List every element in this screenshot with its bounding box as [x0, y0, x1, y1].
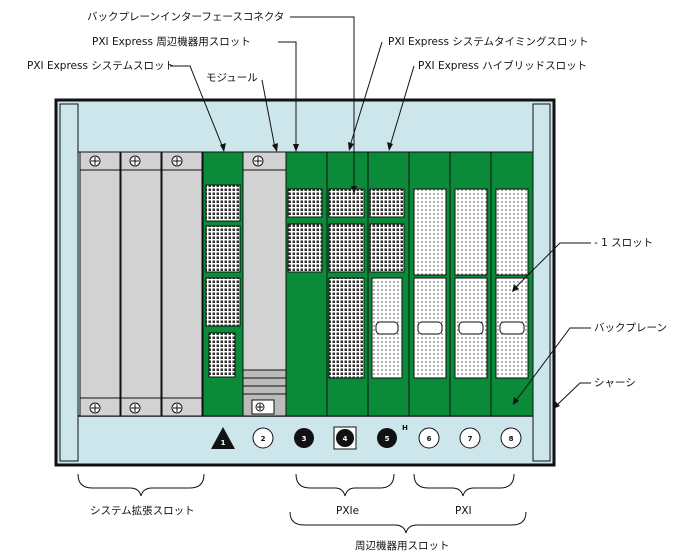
label-peripheral-slots: 周辺機器用スロット [355, 540, 450, 552]
slot-marker-8: 8 [500, 427, 522, 449]
svg-text:6: 6 [427, 435, 432, 443]
slot-marker-4: 4 [333, 426, 357, 450]
brackets [77, 473, 527, 534]
slot-5-connectors [369, 188, 405, 379]
slot-marker-5: 5 H [377, 424, 408, 448]
slot-3-connectors [287, 188, 323, 273]
label-minus-one-slot: - 1 スロット [594, 237, 654, 249]
label-system-slot: PXI Express システムスロット [27, 60, 175, 72]
svg-text:3: 3 [302, 435, 307, 443]
label-pxie: PXIe [336, 505, 360, 517]
label-peripheral-slot: PXI Express 周辺機器用スロット [92, 36, 251, 48]
label-module: モジュール [206, 72, 258, 84]
module [242, 151, 287, 417]
label-backplane: バックプレーン [594, 322, 667, 334]
label-backplane-connector: バックプレーンインターフェースコネクタ [87, 11, 285, 23]
label-system-expansion: システム拡張スロット [90, 505, 195, 517]
timing-marker: H [402, 424, 408, 432]
expansion-module [79, 151, 121, 417]
label-chassis: シャーシ [594, 377, 636, 389]
svg-text:7: 7 [468, 435, 473, 443]
expansion-module [161, 151, 203, 417]
slot-marker-6: 6 [418, 427, 440, 449]
slot-4-connectors [328, 188, 365, 379]
svg-text:1: 1 [221, 439, 226, 447]
system-slot-connectors [205, 184, 241, 378]
svg-text:5: 5 [385, 435, 390, 443]
expansion-module [120, 151, 162, 417]
slot-marker-1: 1 [211, 427, 235, 449]
hybrid-slot-connectors [413, 188, 529, 379]
svg-text:8: 8 [509, 435, 514, 443]
leader-lines [170, 16, 591, 407]
svg-text:2: 2 [261, 435, 266, 443]
slot-marker-2: 2 [252, 427, 274, 449]
svg-text:4: 4 [343, 435, 348, 443]
arrow-heads [220, 142, 560, 409]
label-pxi: PXI [455, 505, 472, 517]
label-hybrid-slot: PXI Express ハイブリッドスロット [418, 60, 588, 72]
slot-marker-3: 3 [294, 428, 314, 448]
slot-marker-7: 7 [459, 427, 481, 449]
label-system-timing-slot: PXI Express システムタイミングスロット [388, 36, 589, 48]
